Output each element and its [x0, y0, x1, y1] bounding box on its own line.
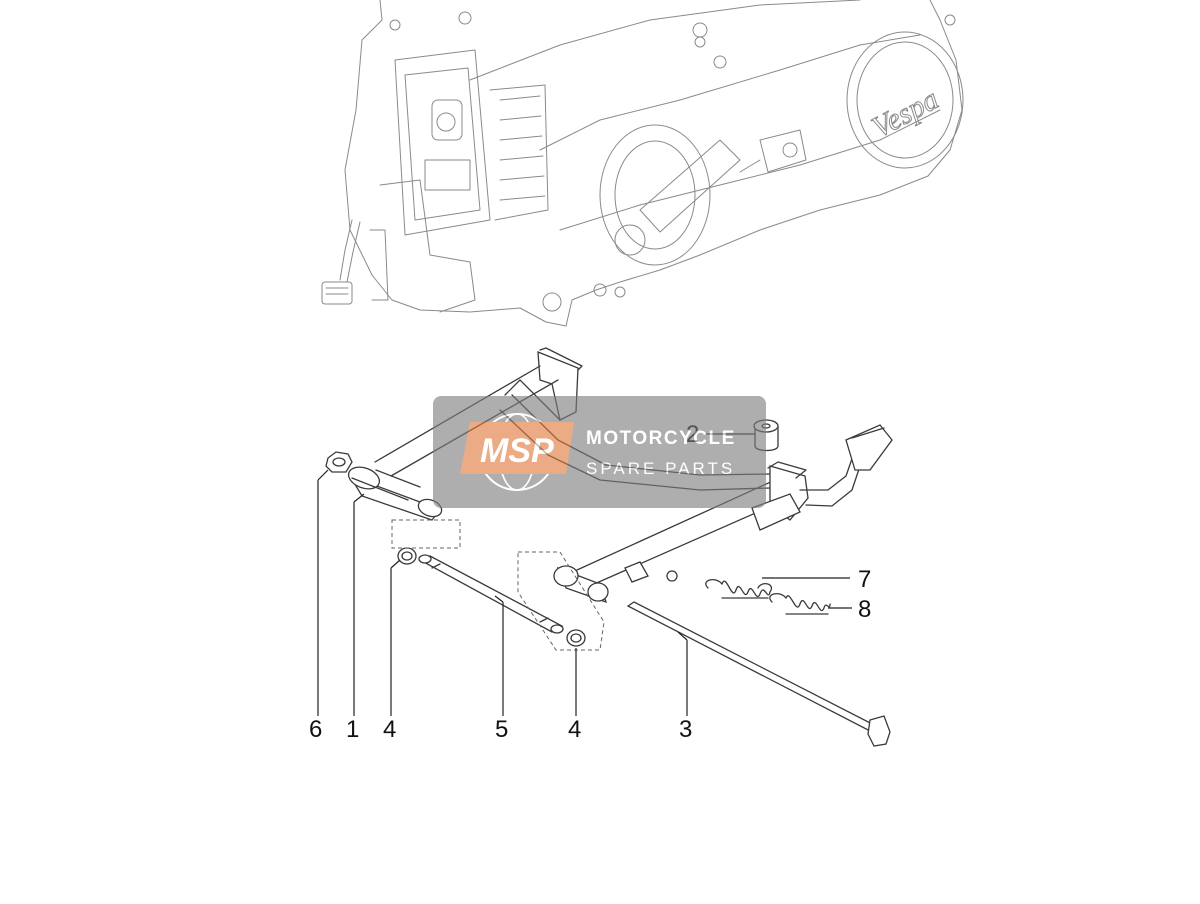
msp-logo-text: MSP [480, 432, 554, 470]
callout-1: 1 [346, 716, 359, 743]
circlip-part-upper [397, 547, 417, 565]
watermark-subtitle: SPARE PARTS [586, 459, 735, 478]
return-spring-part-8 [769, 592, 831, 615]
vespa-emblem: Vespa [867, 82, 944, 144]
assembly-guide-left [391, 519, 461, 549]
callout-7: 7 [858, 566, 871, 593]
return-spring-part-7 [705, 578, 773, 599]
callout-4b: 4 [568, 716, 581, 743]
circlip-part-lower [566, 629, 586, 647]
long-bolt-part [626, 601, 891, 747]
watermark-brand: MOTORCYCLE [586, 428, 736, 449]
callout-8: 8 [858, 596, 871, 623]
callout-4a: 4 [383, 716, 396, 743]
watermark: MSP MOTORCYCLE SPARE PARTS [433, 396, 766, 508]
callout-5: 5 [495, 716, 508, 743]
pivot-shaft-part [418, 554, 564, 634]
engine-assembly-drawing: Vespa [321, 0, 964, 327]
hex-nut-part [325, 451, 353, 473]
callout-labels: 6 1 4 5 4 3 2 7 8 [309, 421, 871, 743]
assembly-guide-mid [517, 551, 605, 651]
callout-3: 3 [679, 716, 692, 743]
callout-6: 6 [309, 716, 322, 743]
msp-logo-badge [460, 422, 574, 474]
